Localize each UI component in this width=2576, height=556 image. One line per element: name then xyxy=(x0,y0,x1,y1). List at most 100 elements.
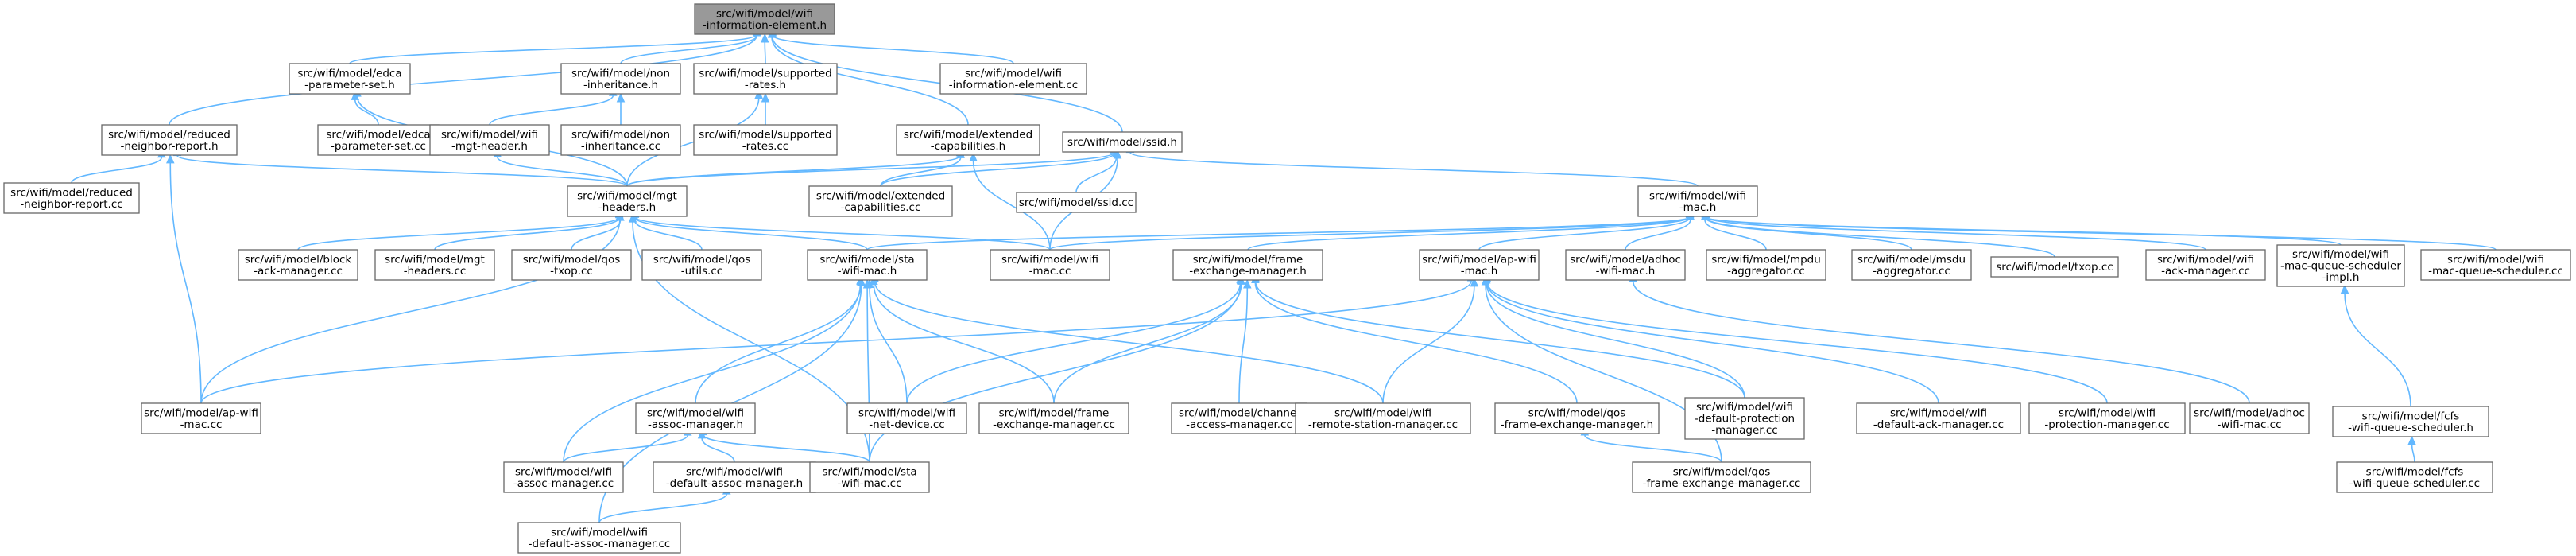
node-label: src/wifi/model/channel xyxy=(1179,406,1300,419)
node-box xyxy=(1016,192,1137,213)
node-information-element-h[interactable]: src/wifi/model/wifi-information-element.… xyxy=(694,3,835,35)
node-label: -neighbor-report.cc xyxy=(20,198,122,211)
node-wifi-mgt-header-h[interactable]: src/wifi/model/wifi-mgt-header.h xyxy=(429,124,550,156)
node-box xyxy=(1684,397,1805,440)
node-remote-station-manager-cc[interactable]: src/wifi/model/wifi-remote-station-manag… xyxy=(1295,402,1471,434)
node-box xyxy=(807,249,928,281)
node-label: -wifi-mac.cc xyxy=(2217,418,2281,431)
node-label: src/wifi/model/qos xyxy=(1528,406,1626,419)
node-mac-queue-scheduler-cc[interactable]: src/wifi/model/wifi-mac-queue-scheduler.… xyxy=(2420,249,2571,281)
node-default-ack-manager-cc[interactable]: src/wifi/model/wifi-default-ack-manager.… xyxy=(1856,402,2021,434)
node-msdu-aggregator-cc[interactable]: src/wifi/model/msdu-aggregator.cc xyxy=(1851,249,1972,281)
edge-mac-queue-scheduler-impl-h-to-wifi-mac-h xyxy=(1705,216,2342,246)
node-ap-wifi-mac-h[interactable]: src/wifi/model/ap-wifi-mac.h xyxy=(1419,249,1540,281)
node-wifi-mac-cc[interactable]: src/wifi/model/wifi-mac.cc xyxy=(990,249,1110,281)
node-label: -rates.h xyxy=(745,79,786,91)
node-label: -rates.cc xyxy=(742,140,788,153)
node-channel-access-manager-cc[interactable]: src/wifi/model/channel-access-manager.cc xyxy=(1171,402,1307,434)
edge-protection-manager-cc-to-ap-wifi-mac-h xyxy=(1486,281,2108,404)
node-label: -remote-station-manager.cc xyxy=(1308,418,1458,431)
node-box xyxy=(694,3,835,35)
node-label: src/wifi/model/wifi xyxy=(2292,248,2389,261)
node-box xyxy=(1637,185,1758,217)
node-qos-utils-cc[interactable]: src/wifi/model/qos-utils.cc xyxy=(641,249,762,281)
node-box xyxy=(693,63,838,95)
node-supported-rates-h[interactable]: src/wifi/model/supported-rates.h xyxy=(693,63,838,95)
arrowhead-icon xyxy=(857,276,866,286)
node-ssid-h[interactable]: src/wifi/model/ssid.h xyxy=(1062,131,1183,153)
node-label: -wifi-mac.h xyxy=(1596,265,1656,278)
node-label: -access-manager.cc xyxy=(1186,418,1292,431)
node-supported-rates-cc[interactable]: src/wifi/model/supported-rates.cc xyxy=(693,124,838,156)
node-qos-frame-exchange-manager-h[interactable]: src/wifi/model/qos-frame-exchange-manage… xyxy=(1494,402,1660,434)
node-ssid-cc[interactable]: src/wifi/model/ssid.cc xyxy=(1016,192,1137,213)
node-label: -frame-exchange-manager.h xyxy=(1501,418,1653,431)
node-reduced-neighbor-report-h[interactable]: src/wifi/model/reduced-neighbor-report.h xyxy=(101,124,238,156)
arrowhead-icon xyxy=(165,154,175,164)
node-box xyxy=(1419,249,1540,281)
node-default-protection-manager-cc[interactable]: src/wifi/model/wifi-default-protection-m… xyxy=(1684,397,1805,440)
node-sta-wifi-mac-cc[interactable]: src/wifi/model/sta-wifi-mac.cc xyxy=(809,461,930,493)
node-label: -neighbor-report.h xyxy=(120,140,218,153)
node-wifi-assoc-manager-cc[interactable]: src/wifi/model/wifi-assoc-manager.cc xyxy=(503,461,624,493)
node-label: -mac.h xyxy=(1461,265,1498,278)
node-extended-capabilities-cc[interactable]: src/wifi/model/extended-capabilities.cc xyxy=(808,185,953,217)
node-fcfs-scheduler-cc[interactable]: src/wifi/model/fcfs-wifi-queue-scheduler… xyxy=(2336,461,2493,493)
node-wifi-mac-h[interactable]: src/wifi/model/wifi-mac.h xyxy=(1637,185,1758,217)
node-information-element-cc[interactable]: src/wifi/model/wifi-information-element.… xyxy=(939,63,1087,95)
node-label: src/wifi/model/edca xyxy=(326,128,430,141)
nodes-layer: src/wifi/model/wifi-information-element.… xyxy=(3,3,2571,554)
node-frame-exchange-manager-h[interactable]: src/wifi/model/frame-exchange-manager.h xyxy=(1172,249,1323,281)
node-mgt-headers-h[interactable]: src/wifi/model/mgt-headers.h xyxy=(567,185,688,217)
node-label: src/wifi/model/mgt xyxy=(577,189,677,202)
edge-wifi-net-device-cc-to-frame-exchange-manager-h xyxy=(906,282,1242,404)
edge-wifi-assoc-manager-cc-to-wifi-assoc-manager-h xyxy=(563,434,689,463)
node-wifi-assoc-manager-h[interactable]: src/wifi/model/wifi-assoc-manager.h xyxy=(635,402,756,434)
node-qos-frame-exchange-manager-cc[interactable]: src/wifi/model/qos-frame-exchange-manage… xyxy=(1632,461,1811,493)
node-mpdu-aggregator-cc[interactable]: src/wifi/model/mpdu-aggregator.cc xyxy=(1706,249,1826,281)
arrowhead-icon xyxy=(1113,149,1122,159)
node-default-assoc-manager-h[interactable]: src/wifi/model/wifi-default-assoc-manage… xyxy=(653,461,816,493)
node-default-assoc-manager-cc[interactable]: src/wifi/model/wifi-default-assoc-manage… xyxy=(517,522,681,554)
edge-wifi-mac-h-to-ssid-h xyxy=(1129,151,1699,187)
edge-mgt-headers-h-to-wifi-mgt-header-h xyxy=(496,156,628,187)
node-fcfs-scheduler-h[interactable]: src/wifi/model/fcfs-wifi-queue-scheduler… xyxy=(2332,406,2489,437)
node-non-inheritance-h[interactable]: src/wifi/model/non-inheritance.h xyxy=(560,63,681,95)
node-label: -mac.cc xyxy=(180,418,223,431)
node-wifi-net-device-cc[interactable]: src/wifi/model/wifi-net-device.cc xyxy=(846,402,967,434)
node-edca-parameter-set-h[interactable]: src/wifi/model/edca-parameter-set.h xyxy=(289,63,411,95)
node-extended-capabilities-h[interactable]: src/wifi/model/extended-capabilities.h xyxy=(896,124,1040,156)
node-label: src/wifi/model/ssid.cc xyxy=(1019,196,1133,209)
node-box xyxy=(1632,461,1811,493)
node-box xyxy=(429,124,550,156)
node-label: src/wifi/model/wifi xyxy=(686,465,783,478)
edge-default-assoc-manager-h-to-wifi-assoc-manager-h xyxy=(701,437,735,463)
node-label: src/wifi/model/wifi xyxy=(2059,406,2156,419)
edge-edca-parameter-set-cc-to-edca-parameter-set-h xyxy=(354,99,379,126)
node-non-inheritance-cc[interactable]: src/wifi/model/non-inheritance.cc xyxy=(560,124,681,156)
edge-mgt-headers-h-to-extended-capabilities-h xyxy=(626,155,961,187)
node-mac-queue-scheduler-impl-h[interactable]: src/wifi/model/wifi-mac-queue-scheduler-… xyxy=(2276,244,2405,287)
node-adhoc-wifi-mac-cc[interactable]: src/wifi/model/adhoc-wifi-mac.cc xyxy=(2189,402,2310,434)
node-box xyxy=(1494,402,1660,434)
node-reduced-neighbor-report-cc[interactable]: src/wifi/model/reduced-neighbor-report.c… xyxy=(3,182,140,214)
node-block-ack-manager-cc[interactable]: src/wifi/model/block-ack-manager.cc xyxy=(238,249,358,281)
node-wifi-ack-manager-cc[interactable]: src/wifi/model/wifi-ack-manager.cc xyxy=(2145,249,2266,281)
node-frame-exchange-manager-cc[interactable]: src/wifi/model/frame-exchange-manager.cc xyxy=(978,402,1129,434)
arrowhead-icon xyxy=(862,278,872,289)
edge-sta-wifi-mac-cc-to-wifi-assoc-manager-h xyxy=(703,434,870,463)
node-edca-parameter-set-cc[interactable]: src/wifi/model/edca-parameter-set.cc xyxy=(317,124,440,156)
arrowhead-icon xyxy=(761,92,770,103)
node-label: -utils.cc xyxy=(681,265,722,278)
node-qos-txop-cc[interactable]: src/wifi/model/qos-txop.cc xyxy=(511,249,632,281)
node-adhoc-wifi-mac-h[interactable]: src/wifi/model/adhoc-wifi-mac.h xyxy=(1565,249,1686,281)
node-ap-wifi-mac-cc[interactable]: src/wifi/model/ap-wifi-mac.cc xyxy=(141,402,261,434)
node-label: src/wifi/model/wifi xyxy=(1001,253,1098,266)
node-protection-manager-cc[interactable]: src/wifi/model/wifi-protection-manager.c… xyxy=(2028,402,2186,434)
node-mgt-headers-cc[interactable]: src/wifi/model/mgt-headers.cc xyxy=(374,249,495,281)
node-txop-cc[interactable]: src/wifi/model/txop.cc xyxy=(1990,256,2119,278)
node-box xyxy=(1706,249,1826,281)
node-box xyxy=(1172,249,1323,281)
node-label: src/wifi/model/block xyxy=(245,253,352,266)
node-sta-wifi-mac-h[interactable]: src/wifi/model/sta-wifi-mac.h xyxy=(807,249,928,281)
